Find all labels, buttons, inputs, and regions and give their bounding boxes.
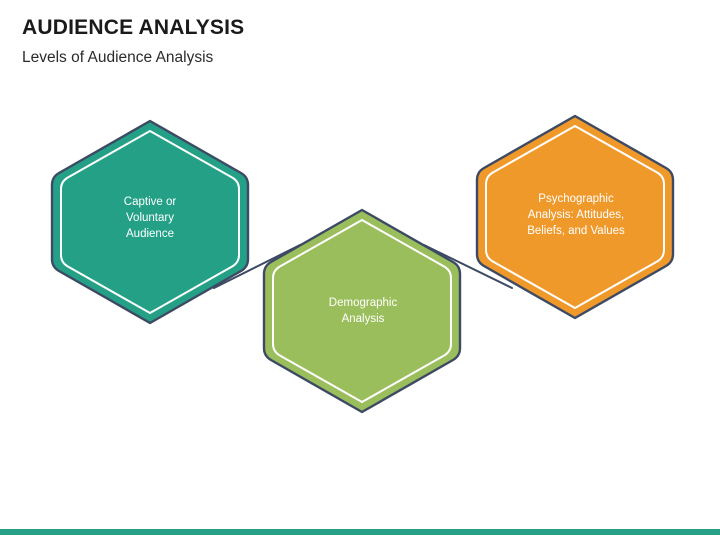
page-subtitle: Levels of Audience Analysis bbox=[22, 49, 214, 66]
hex-node-3[interactable] bbox=[475, 114, 675, 320]
hex-node-2-inner-stroke bbox=[272, 219, 452, 403]
hex-node-1-body[interactable] bbox=[50, 119, 250, 325]
hex-node-3-body[interactable] bbox=[475, 114, 675, 320]
hex-node-3-inner-stroke bbox=[485, 125, 665, 309]
connector-group bbox=[213, 244, 513, 289]
page-title: AUDIENCE ANALYSIS bbox=[22, 16, 245, 39]
hex-node-2[interactable] bbox=[262, 208, 462, 414]
hex-node-1-inner-stroke bbox=[60, 130, 240, 314]
connector-2-3 bbox=[423, 244, 513, 289]
hex-node-2-body[interactable] bbox=[262, 208, 462, 414]
hex-node-1[interactable] bbox=[50, 119, 250, 325]
accent-bar bbox=[0, 529, 720, 535]
connector-1-2 bbox=[213, 244, 301, 289]
